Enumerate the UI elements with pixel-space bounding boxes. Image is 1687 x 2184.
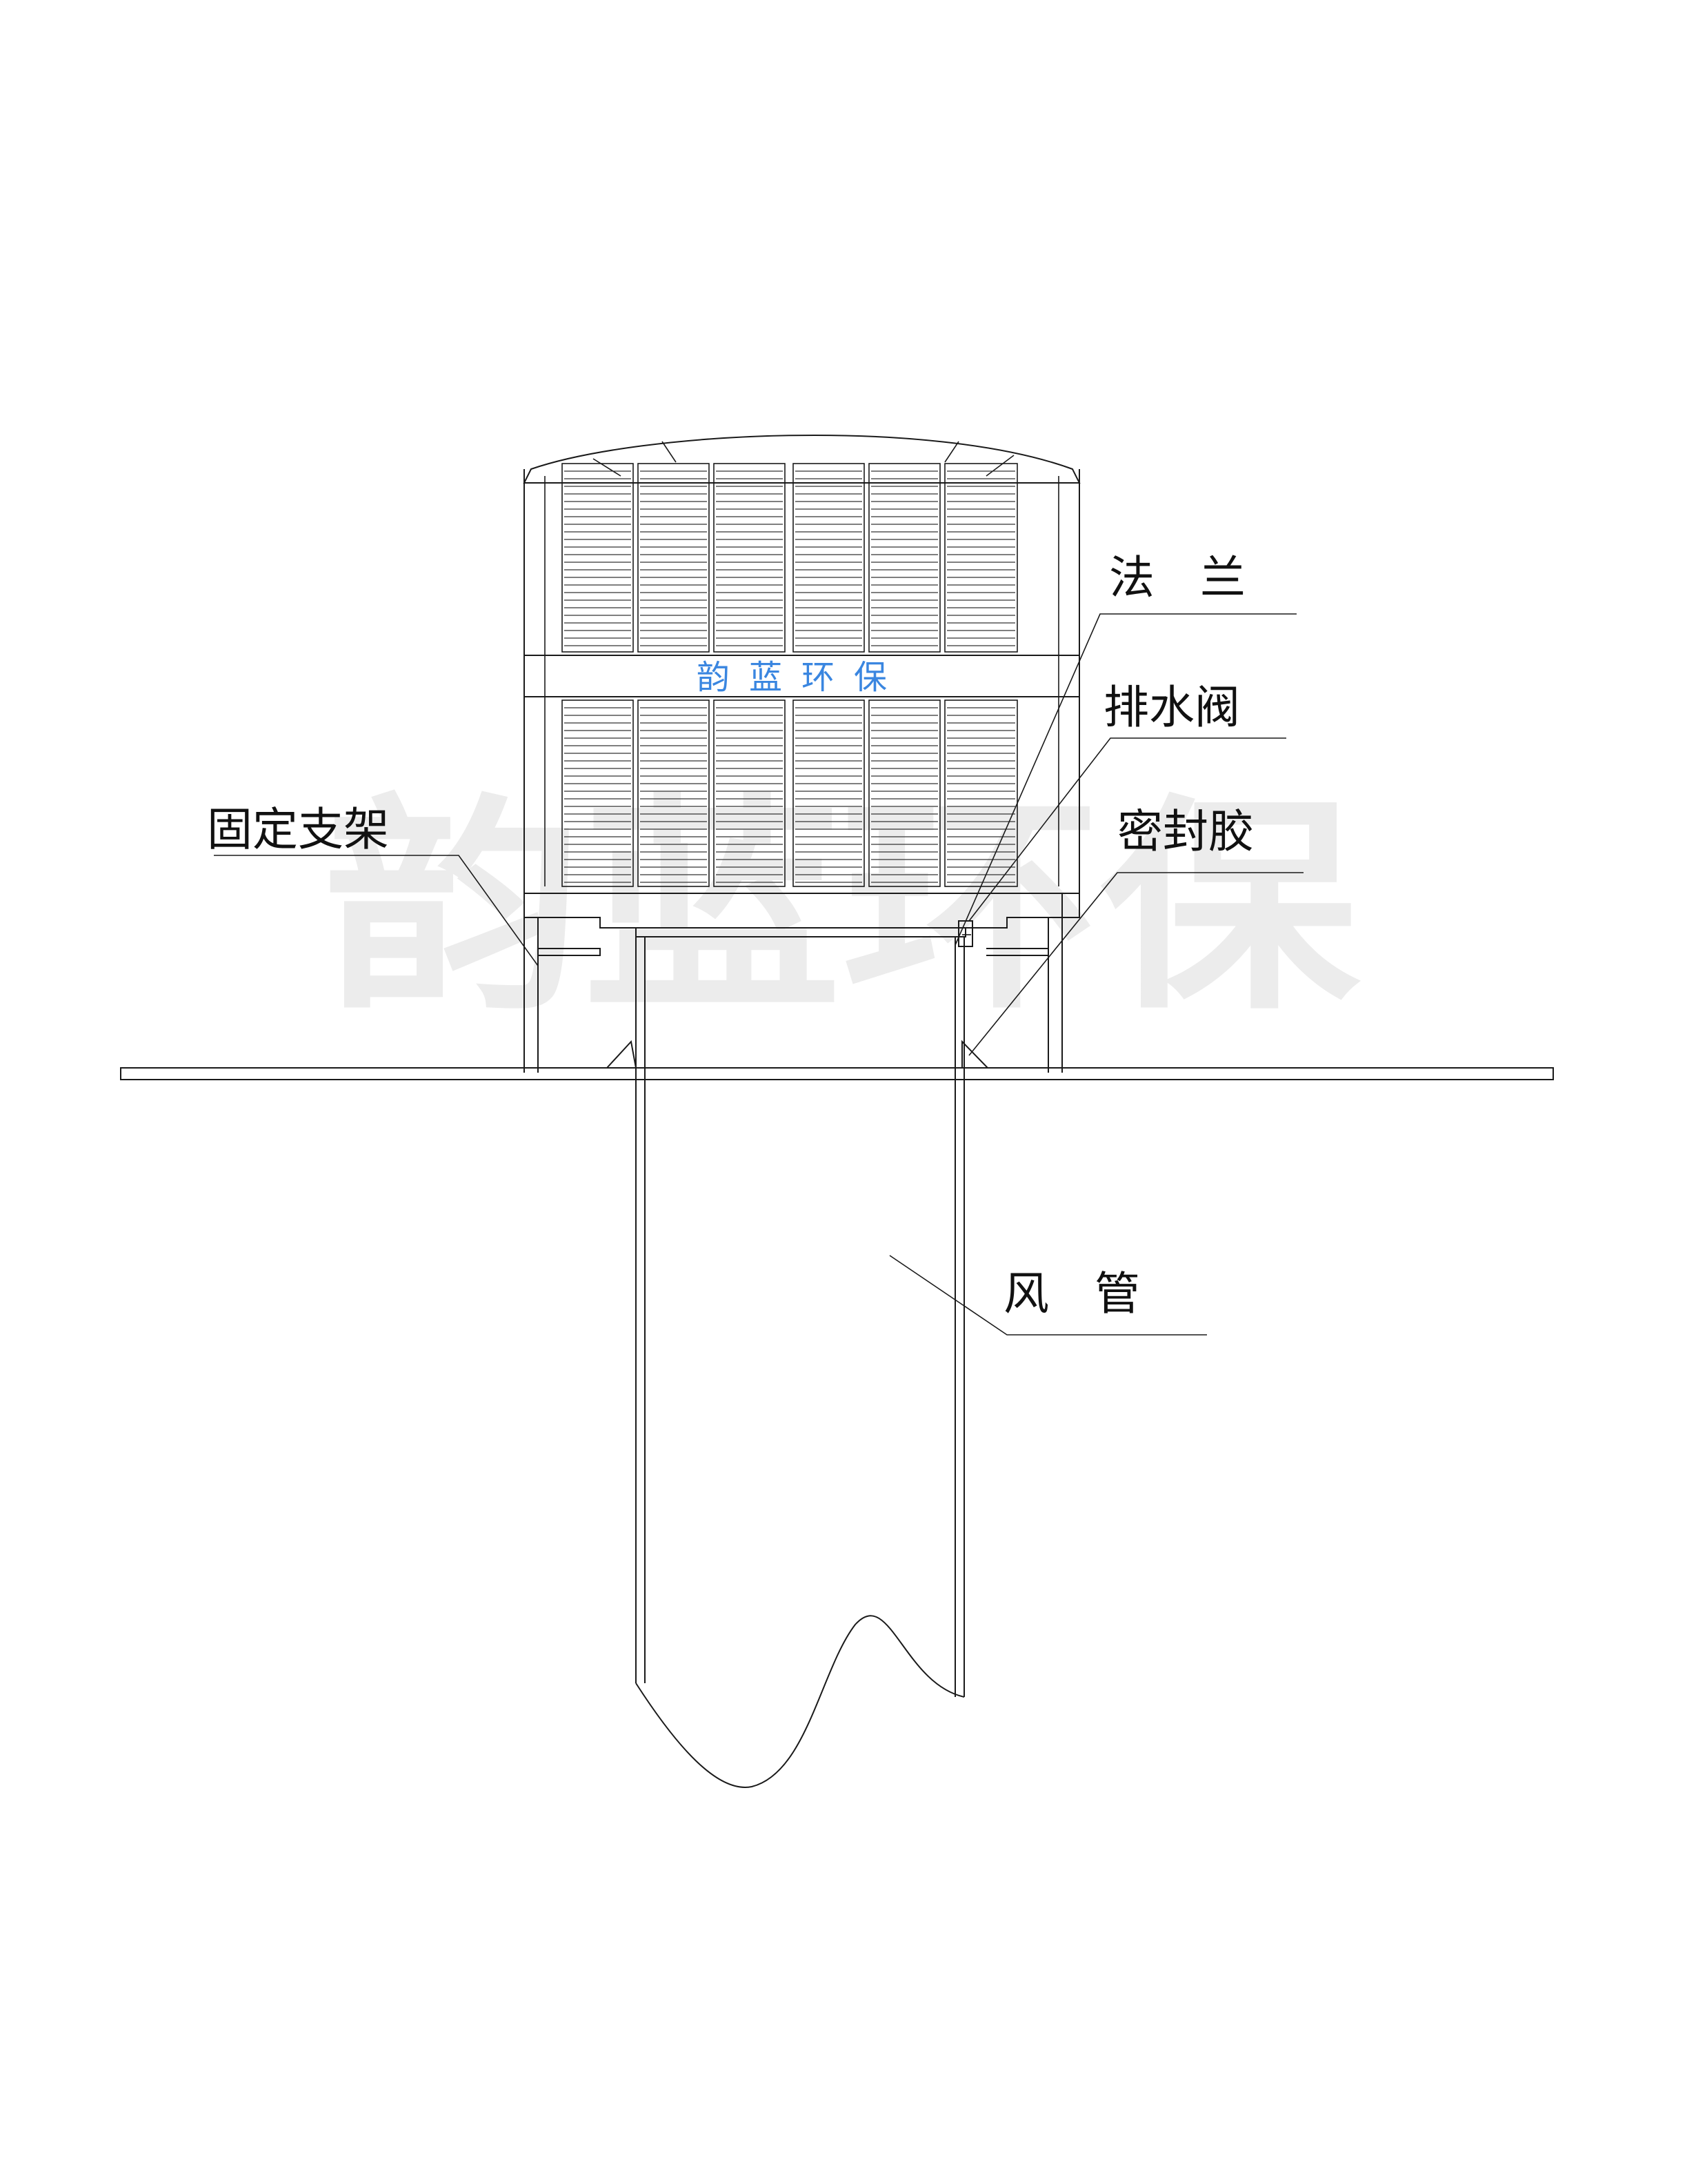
louver-panel (868, 699, 941, 887)
label-drain-valve: 排水阀 (1104, 681, 1240, 734)
louver-panel (561, 699, 634, 887)
louver-panel (561, 463, 634, 653)
louver-panel (792, 699, 865, 887)
leader-air-duct (889, 1255, 1207, 1336)
fixed-bracket (523, 893, 1063, 1073)
brand-label: 韵蓝环保 (697, 658, 906, 697)
louver-panel (713, 699, 786, 887)
louver-panel (637, 463, 710, 653)
louver-grid-lower (561, 699, 1018, 887)
louver-panel (792, 463, 865, 653)
louver-panel (637, 699, 710, 887)
flange (635, 928, 966, 937)
louver-grid-upper (561, 463, 1018, 653)
label-flange: 法 兰 (1109, 551, 1246, 604)
air-duct (635, 937, 965, 1788)
louver-panel (713, 463, 786, 653)
leader-drain-valve (968, 737, 1286, 922)
louver-panel (868, 463, 941, 653)
watermark: 韵蓝环保 (324, 773, 1363, 1040)
roof-slab (120, 1067, 1554, 1080)
leader-fixed-bracket (214, 855, 539, 966)
label-air-duct: 风 管 (1004, 1267, 1140, 1320)
leader-sealant (968, 872, 1304, 1056)
label-fixed-bracket: 固定支架 (207, 803, 389, 856)
leader-flange (955, 613, 1297, 946)
sealant (605, 1040, 990, 1069)
air-cooler-unit: 韵蓝环保 (523, 435, 1081, 929)
label-sealant: 密封胶 (1117, 805, 1254, 858)
louver-panel (944, 463, 1018, 653)
leader-lines (214, 613, 1304, 1336)
